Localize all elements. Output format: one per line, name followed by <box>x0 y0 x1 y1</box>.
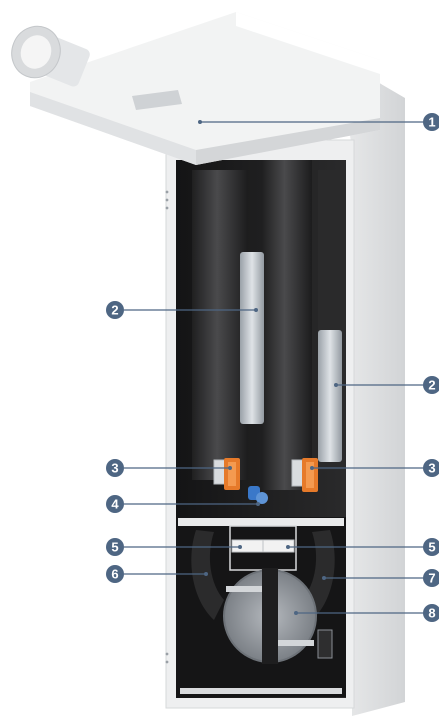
callout-2-left: 2 <box>106 301 124 319</box>
callout-5-left: 5 <box>106 538 124 556</box>
callout-5-right: 5 <box>423 538 439 556</box>
lower-module <box>176 517 346 697</box>
bypass-pipe-right <box>318 330 342 462</box>
duct-center <box>262 160 312 490</box>
callout-3-right: 3 <box>423 459 439 477</box>
callout-6-label: 6 <box>111 567 118 582</box>
callout-3a-label: 3 <box>111 461 118 476</box>
callout-2-right: 2 <box>423 376 439 394</box>
leader-lines <box>124 120 424 615</box>
callout-6: 6 <box>106 565 124 583</box>
callout-1: 1 <box>423 113 439 131</box>
callout-3b-label: 3 <box>428 461 435 476</box>
callout-4: 4 <box>106 495 124 513</box>
callout-7: 7 <box>423 569 439 587</box>
bypass-pipe-left <box>240 252 264 424</box>
callout-1-label: 1 <box>428 115 435 130</box>
callout-8: 8 <box>423 604 439 622</box>
callout-7-label: 7 <box>428 571 435 586</box>
callout-5b-label: 5 <box>428 540 435 555</box>
callout-3-left: 3 <box>106 459 124 477</box>
callout-2a-label: 2 <box>111 303 118 318</box>
valve-left <box>213 458 240 490</box>
callout-2b-label: 2 <box>428 378 435 393</box>
duct-left <box>192 170 248 480</box>
housing-side-panel <box>340 60 405 716</box>
sensor <box>248 486 268 504</box>
callout-4-label: 4 <box>111 497 119 512</box>
top-hood <box>30 12 380 165</box>
callout-8-label: 8 <box>428 606 435 621</box>
valve-right <box>291 458 318 492</box>
air-spigot <box>11 25 90 87</box>
callout-5a-label: 5 <box>111 540 118 555</box>
